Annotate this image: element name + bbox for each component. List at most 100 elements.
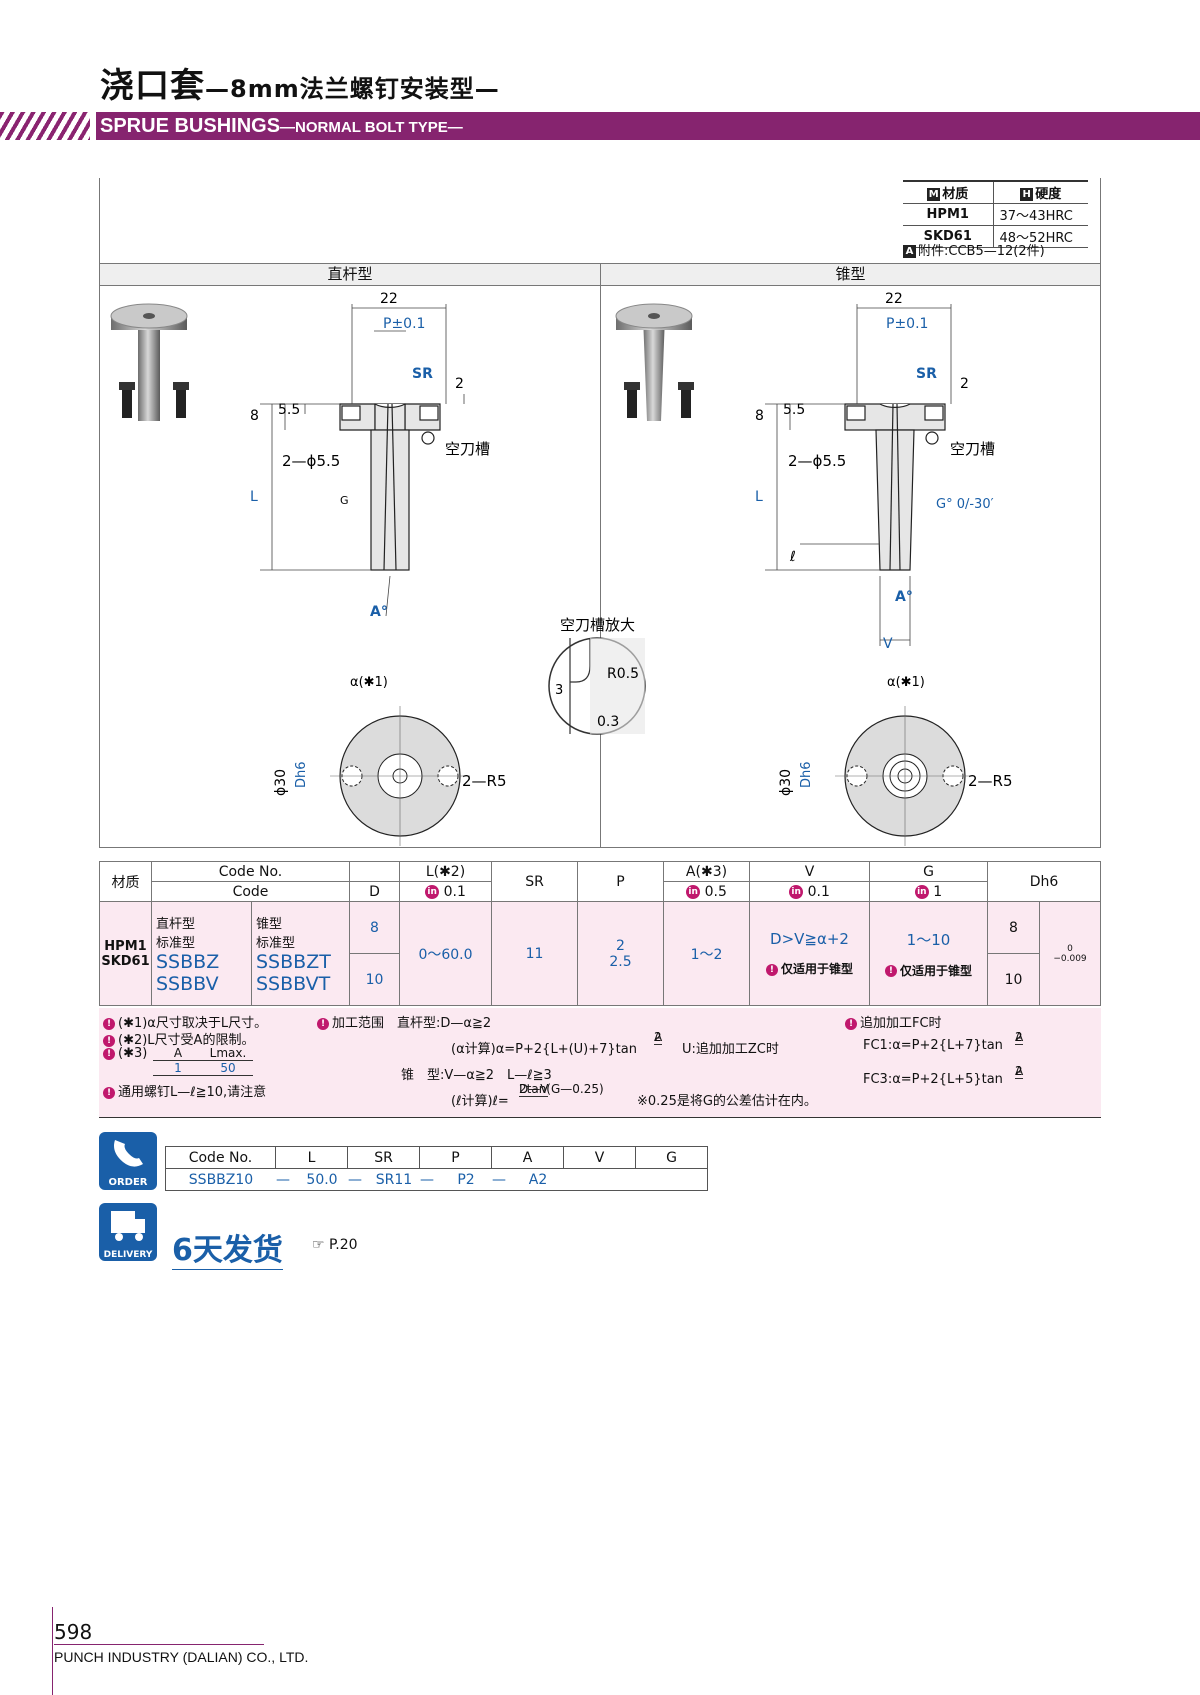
title-en: SPRUE BUSHINGS—NORMAL BOLT TYPE—: [100, 115, 463, 138]
dim-2-taper: 2: [960, 376, 969, 392]
title-en-main: SPRUE BUSHINGS: [100, 115, 281, 137]
note-2: (✱2)L尺寸受A的限制。: [118, 1033, 255, 1048]
order-example-table: Code No. L SR P A V G SSBBZ10—50.0—SR11—…: [165, 1146, 708, 1191]
order-h-v: V: [563, 1146, 636, 1169]
spec-h-sr: SR: [491, 861, 578, 902]
spec-h-p: P: [577, 861, 664, 902]
in-icon: in: [686, 884, 701, 899]
order-example-row: SSBBZ10—50.0—SR11—P2—A2: [165, 1168, 708, 1191]
spec-h-code: Code: [151, 881, 350, 902]
truck-icon: [111, 1211, 145, 1241]
dim-g-taper: G° 0/-30′: [936, 497, 994, 512]
material-label: 材质: [942, 187, 969, 202]
unit-v: 0.1: [807, 883, 830, 900]
order-h-sr: SR: [347, 1146, 420, 1169]
order-sep: —: [492, 1171, 506, 1188]
footer-vline: [52, 1607, 53, 1695]
product-photo-straight: [110, 303, 189, 421]
std-taper: 标准型: [256, 935, 296, 951]
spec-h-d: D: [349, 881, 400, 902]
in-icon: in: [914, 884, 929, 899]
dim-p-straight: P±0.1: [383, 316, 425, 332]
spec-h-material: 材质: [99, 861, 152, 902]
dim-l-straight: L: [250, 489, 258, 505]
spec-a-range: 1～2: [663, 901, 750, 1006]
spec-table: 材质 Code No. L(✱2) SR P A(✱3) V G Dh6 Cod…: [99, 861, 1101, 1006]
section-taper: 锥型: [601, 264, 1100, 285]
spec-d-10: 10: [349, 953, 400, 1006]
side-view-straight: [339, 403, 441, 571]
order-badge-label: ORDER: [108, 1177, 148, 1188]
dim-g-straight: G: [340, 494, 349, 507]
groove-dim-03: 0.3: [597, 714, 619, 730]
delivery-page-ref[interactable]: ☞ P.20: [312, 1237, 358, 1253]
dim-lines-taper: [765, 304, 952, 646]
dim-r5-straight: 2—R5: [462, 772, 507, 790]
v-note: 仅适用于锥型: [780, 962, 853, 976]
type-straight: 直杆型: [156, 916, 196, 932]
in-icon: in: [789, 884, 804, 899]
dim-holes-taper: 2—ϕ5.5: [788, 452, 846, 470]
accessory-text: 附件:CCB5—12(2件): [918, 244, 1045, 259]
order-h-p: P: [419, 1146, 492, 1169]
note-1: (✱1)α尺寸取决于L尺寸。: [118, 1016, 268, 1031]
info-icon: !: [765, 963, 778, 976]
spec-u-v: in 0.1: [749, 881, 870, 902]
p-2: 2: [616, 937, 625, 954]
std-straight: 标准型: [156, 935, 196, 951]
top-view-straight: [330, 706, 470, 846]
note3-h-lmax: Lmax.: [203, 1046, 253, 1061]
spec-h-dh6: Dh6: [987, 861, 1101, 902]
spec-h-d-top: [349, 861, 400, 882]
order-v-l: 50.0: [306, 1171, 338, 1188]
order-sep: —: [348, 1171, 362, 1188]
info-icon: !: [845, 1017, 857, 1030]
subtitle-cn: —8mm法兰螺钉安装型—: [205, 75, 500, 103]
frac-num: A: [654, 1030, 663, 1045]
unit-a: 0.5: [704, 883, 727, 900]
fc1-formula: FC1:α=P+2{L+7}tan: [863, 1038, 1003, 1053]
dh-tol-bot: −0.009: [1053, 953, 1087, 964]
spec-dh-10: 10: [987, 953, 1040, 1006]
dim-a-taper: A°: [895, 589, 913, 605]
delivery-badge: DELIVERY: [99, 1203, 157, 1261]
unit-g: 1: [933, 883, 943, 900]
title-cn: 浇口套: [100, 66, 205, 106]
dim-22-straight: 22: [380, 291, 398, 307]
page-title: 浇口套—8mm法兰螺钉安装型—: [100, 58, 500, 107]
spec-u-a: in 0.5: [663, 881, 750, 902]
note3-lmax-val: 50: [203, 1060, 253, 1076]
dim-r5-taper: 2—R5: [968, 772, 1013, 790]
order-h-code: Code No.: [165, 1146, 276, 1169]
fc-title: 追加加工FC时: [860, 1016, 942, 1031]
mat-skd61: SKD61: [101, 953, 150, 969]
order-h-l: L: [275, 1146, 348, 1169]
range-title: 加工范围: [332, 1016, 385, 1031]
groove-dim-r05: R0.5: [607, 666, 639, 682]
dim-dh6-taper: Dh6: [799, 761, 814, 788]
dim-a-straight: A°: [370, 604, 388, 620]
section-straight: 直杆型: [100, 264, 600, 285]
side-view-taper: [844, 403, 946, 571]
note3-a-val: 1: [153, 1060, 203, 1076]
spec-dh-8: 8: [987, 901, 1040, 954]
fc1-den: 2: [1015, 1030, 1023, 1044]
dim-alpha-straight: α(✱1): [350, 675, 388, 690]
order-badge: ORDER: [99, 1132, 157, 1190]
v-condition: D>V≧α+2: [770, 930, 849, 948]
frame-center-divider: [600, 263, 601, 848]
g-range: 1～10: [906, 930, 951, 949]
dim-d30-taper: ϕ30: [778, 769, 794, 796]
dim-d30-straight: ϕ30: [273, 769, 289, 796]
p-25: 2.5: [609, 953, 632, 970]
info-icon: !: [317, 1017, 329, 1030]
order-sep: —: [276, 1171, 290, 1188]
code-ssbbz: SSBBZ: [156, 950, 220, 973]
dim-holes-straight: 2—ϕ5.5: [282, 452, 340, 470]
spec-d-8: 8: [349, 901, 400, 954]
